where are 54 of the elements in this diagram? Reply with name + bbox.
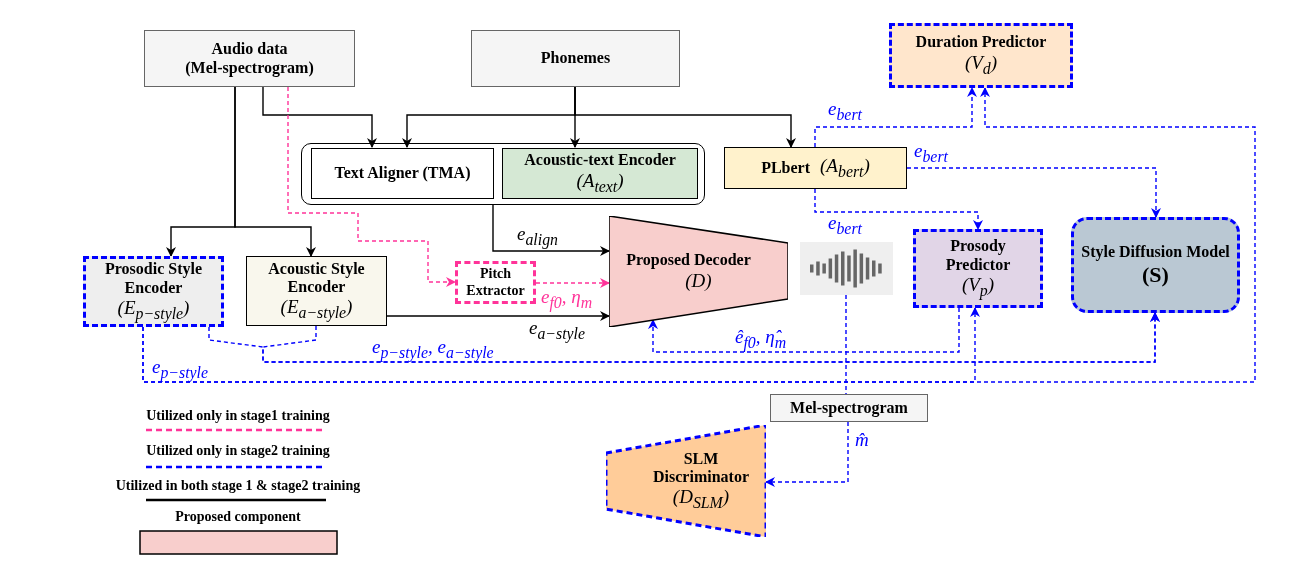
input-box [471,30,680,87]
arrow [574,86,796,148]
node-title: Pitch Extractor [465,266,526,299]
arrow [814,188,983,230]
node-title: Duration Predictor [915,33,1047,52]
node-title: Prosodic Style Encoder [104,260,203,297]
node-title: Acoustic Style Encoder [267,259,366,297]
legend-label: Utilized only in stage2 training [146,443,330,459]
node-title: Prosody Predictor [944,237,1012,274]
module-box [502,148,698,199]
node-subtitle: (A$_{bert}$) [820,155,870,181]
module-box [83,256,224,327]
node-subtitle: (D) [685,269,712,292]
arrow [492,204,610,256]
module-box [311,148,494,199]
node-title: Audio data [211,40,288,59]
module-box [889,23,1073,88]
module-box [455,261,536,304]
arrow [906,167,1161,218]
arrow [386,311,610,321]
input-box [144,30,355,87]
node-title: Style Diffusion Model [1081,243,1230,262]
node-subtitle: (D$_{SLM}$) [672,486,730,513]
node-subtitle: (A$_{text}$) [576,169,624,196]
node-subtitle: (V$_{p}$) [961,273,995,300]
node-subtitle: (V$_{d}$) [964,51,998,78]
legend-label: Utilized in both stage 1 & stage2 training [115,478,361,494]
module-box [246,256,387,326]
arrow [142,307,980,383]
node-title: PLbert [761,158,811,178]
arrow [287,86,456,287]
node-title: SLM Discriminator [652,449,750,487]
node-subtitle: (Mel-spectrogram) [185,58,314,77]
module-box [913,229,1043,308]
node-title: Mel-spectrogram [790,398,908,418]
group-frame [301,143,705,205]
arrow [262,86,377,148]
node-subtitle: (E$_{a−style}$) [280,296,353,323]
node-title: Proposed Decoder [626,251,751,270]
edge-label: ê$_{f0}$, η̂$_{m}$ [733,327,789,352]
arrow [234,86,316,257]
output-box [770,394,928,422]
arrow [814,87,977,148]
module-box [724,147,907,189]
node-title: Acoustic-text Encoder [524,151,676,170]
arrow [648,307,960,353]
module-box [1071,217,1240,313]
arrow [535,278,610,288]
node-subtitle: (S) [1142,261,1169,287]
node-title: Text Aligner (TMA) [334,164,471,183]
node-title: Phonemes [540,49,611,68]
legend-label: Proposed component [175,509,301,525]
legend-label: Utilized only in stage1 training [146,408,330,424]
node-subtitle: (E$_{p−style}$) [117,296,190,323]
